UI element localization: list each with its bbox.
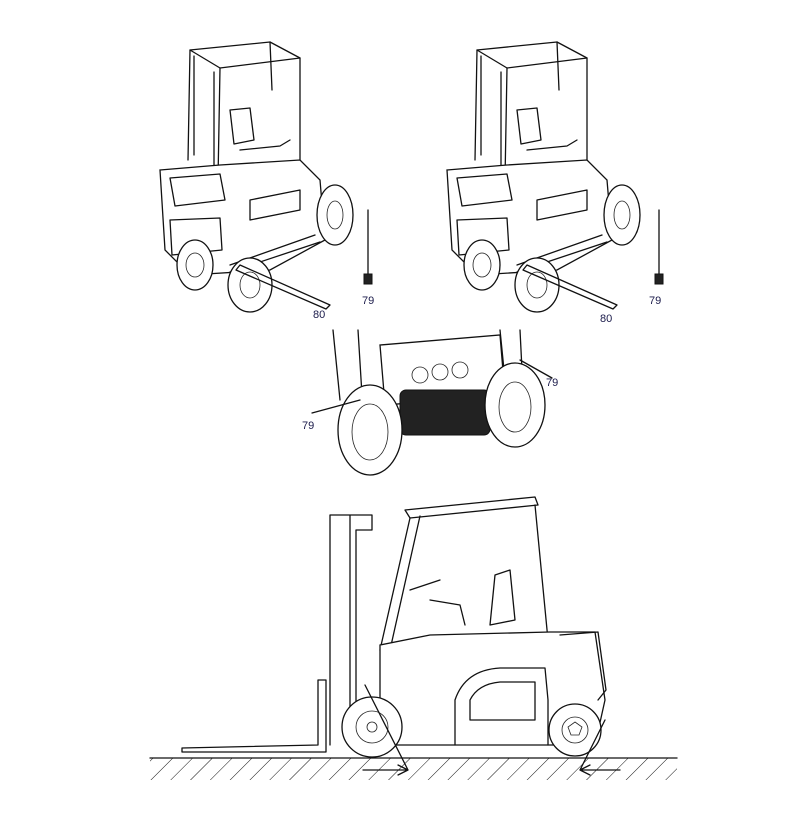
rear-view-right-figure (446, 41, 664, 313)
rear-view-left-figure (159, 41, 373, 313)
rear-axle-detail-figure (311, 329, 553, 476)
callout-79-axle-left: 79 (302, 420, 314, 432)
callout-79-right: 79 (649, 295, 661, 307)
callout-80-right: 80 (600, 313, 612, 325)
callout-79-left: 79 (362, 295, 374, 307)
callout-79-axle-right: 79 (546, 377, 558, 389)
callout-80-left: 80 (313, 309, 325, 321)
pin-79 (363, 273, 373, 285)
ground-hatch (150, 758, 677, 780)
side-view-figure (181, 496, 621, 776)
